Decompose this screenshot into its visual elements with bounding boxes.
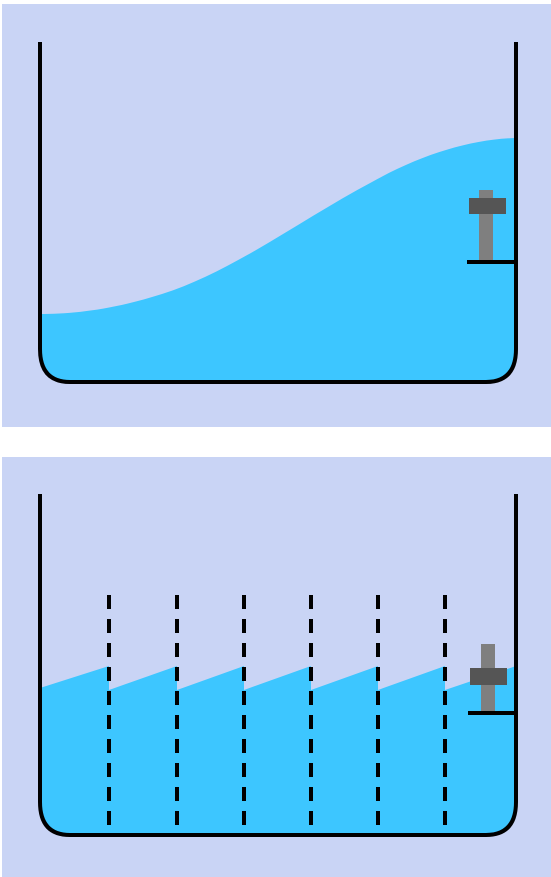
sensor-collar [470,668,507,685]
unbaffled-tank-diagram [2,4,551,427]
panel-baffled-tank [2,457,551,877]
panel-unbaffled-tank [2,4,551,427]
sensor-collar [469,198,506,214]
baffled-tank-diagram [2,457,551,877]
